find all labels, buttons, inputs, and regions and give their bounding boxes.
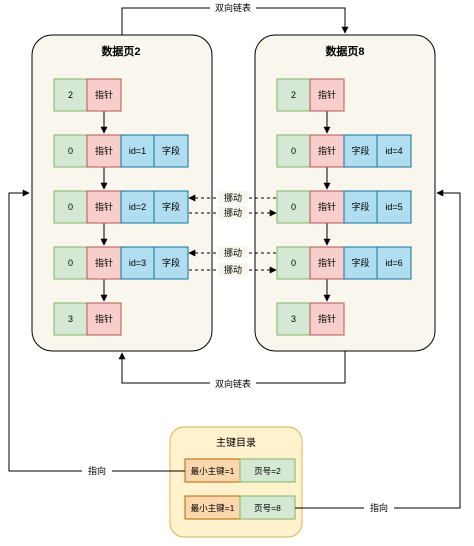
id-label: id=4 (385, 146, 402, 156)
point-to-page2-label: 指向 (88, 465, 106, 476)
pointer-label: 指针 (318, 201, 336, 212)
page2-row-5: 3 指针 (53, 302, 122, 336)
data-page-8-title: 数据页8 (325, 44, 364, 58)
move-label: 挪动 (224, 264, 242, 275)
page8-row-3: 0 指针 字段 id=5 (276, 190, 412, 224)
directory-row-2: 最小主键=1 页号=8 (184, 495, 296, 520)
field-label: 字段 (162, 201, 180, 212)
pointer-label: 指针 (95, 313, 113, 324)
bottom-linked-list-label: 双向链表 (215, 378, 251, 389)
field-label: 字段 (162, 257, 180, 268)
field-label: 字段 (351, 201, 369, 212)
page2-row-2: 0 指针 id=1 字段 (53, 134, 189, 168)
field-label: 字段 (162, 145, 180, 156)
move-label: 挪动 (224, 247, 242, 258)
id-label: id=6 (385, 258, 402, 268)
row-number: 3 (68, 314, 73, 324)
field-label: 字段 (351, 145, 369, 156)
row-number: 0 (291, 146, 296, 156)
row-number: 0 (291, 202, 296, 212)
id-label: id=2 (129, 202, 146, 212)
id-label: id=5 (385, 202, 402, 212)
data-page-2-title: 数据页2 (101, 44, 140, 58)
directory-title: 主键目录 (216, 436, 256, 449)
move-label: 挪动 (224, 207, 242, 218)
pointer-label: 指针 (95, 145, 113, 156)
pointer-label: 指针 (318, 145, 336, 156)
directory-row-1: 最小主键=1 页号=2 (184, 458, 296, 483)
row-number: 0 (291, 258, 296, 268)
row-number: 2 (291, 90, 296, 100)
row-number: 0 (68, 202, 73, 212)
row-number: 3 (291, 314, 296, 324)
pointer-label: 指针 (95, 257, 113, 268)
page8-row-1: 2 指针 (276, 78, 345, 112)
id-label: id=1 (129, 146, 146, 156)
page2-row-4: 0 指针 id=3 字段 (53, 246, 189, 280)
page2-row-3: 0 指针 id=2 字段 (53, 190, 189, 224)
top-linked-list-label: 双向链表 (215, 2, 251, 13)
point-to-page8-label: 指向 (370, 502, 388, 513)
row-number: 0 (68, 146, 73, 156)
field-label: 字段 (351, 257, 369, 268)
page8-row-2: 0 指针 字段 id=4 (276, 134, 412, 168)
min-key-label: 最小主键=1 (191, 503, 235, 513)
pointer-label: 指针 (95, 201, 113, 212)
page8-row-5: 3 指针 (276, 302, 345, 336)
page2-row-1: 2 指针 (53, 78, 122, 112)
pointer-label: 指针 (318, 89, 336, 100)
pointer-label: 指针 (318, 257, 336, 268)
pointer-label: 指针 (318, 313, 336, 324)
min-key-label: 最小主键=1 (191, 466, 235, 476)
page-number-label: 页号=8 (254, 503, 281, 513)
row-number: 2 (68, 90, 73, 100)
id-label: id=3 (129, 258, 146, 268)
pointer-label: 指针 (95, 89, 113, 100)
page-number-label: 页号=2 (254, 466, 281, 476)
page8-row-4: 0 指针 字段 id=6 (276, 246, 412, 280)
move-label: 挪动 (224, 192, 242, 203)
row-number: 0 (68, 258, 73, 268)
